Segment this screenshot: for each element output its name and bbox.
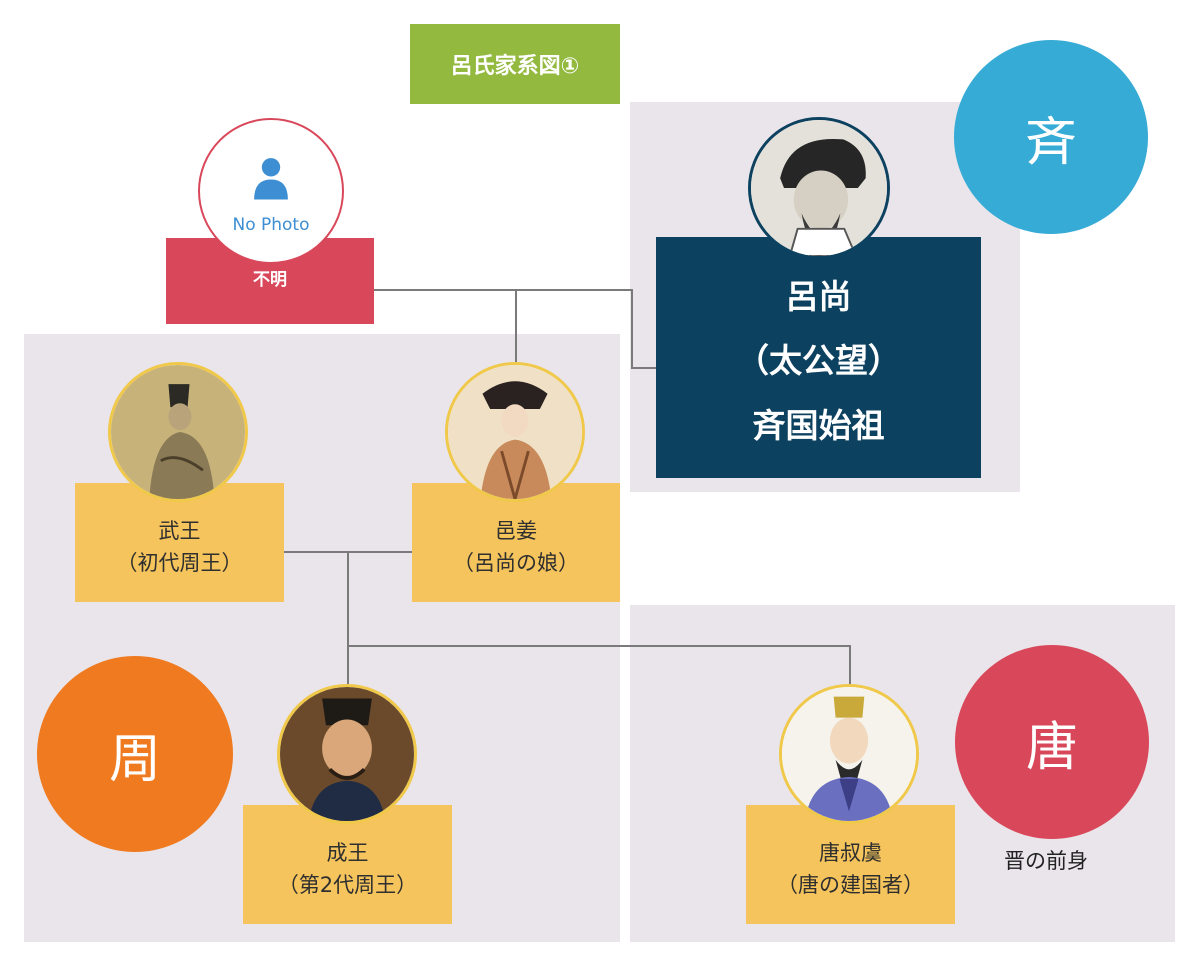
person-wuwang-note: （初代周王） <box>116 550 243 575</box>
person-lushang-title: 斉国始祖 <box>752 405 885 445</box>
state-tang-badge: 唐 <box>955 645 1149 839</box>
person-tangshuyu-name: 唐叔虞 <box>819 841 882 865</box>
person-yijiang-box: 邑姜 （呂尚の娘） <box>412 483 620 602</box>
person-lushang-box: 呂尚 （太公望） 斉国始祖 <box>656 237 981 478</box>
person-tangshuyu-note: （唐の建国者） <box>777 872 924 897</box>
person-chengwang-box: 成王 （第2代周王） <box>243 805 452 924</box>
person-chengwang-portrait <box>277 684 417 824</box>
no-photo-label: No Photo <box>232 215 310 235</box>
person-wuwang-name: 武王 <box>158 519 201 543</box>
person-yijiang-portrait <box>445 362 585 502</box>
sibling-line-tangshuyu <box>348 645 851 688</box>
state-qi-badge: 斉 <box>954 40 1148 234</box>
portrait-painting-icon <box>111 365 245 499</box>
person-chengwang-name: 成王 <box>326 841 369 865</box>
person-tangshuyu-portrait <box>779 684 919 824</box>
person-chengwang-note: （第2代周王） <box>277 872 418 897</box>
state-zhou-badge: 周 <box>37 656 233 852</box>
user-silhouette-icon <box>254 158 288 200</box>
portrait-painting-icon <box>448 365 582 499</box>
person-yijiang-name: 邑姜 <box>495 519 537 543</box>
portrait-painting-icon <box>280 687 414 821</box>
diagram-title: 呂氏家系図① <box>410 24 620 104</box>
person-tangshuyu-box: 唐叔虞 （唐の建国者） <box>746 805 955 924</box>
portrait-illustration-icon <box>782 687 916 821</box>
marriage-line-unknown-lushang <box>374 289 658 369</box>
person-wuwang-box: 武王 （初代周王） <box>75 483 284 602</box>
person-lushang-name: 呂尚 <box>785 276 852 316</box>
person-lushang-portrait <box>748 117 890 259</box>
person-lushang-alias: （太公望） <box>736 341 901 381</box>
person-yijiang-note: （呂尚の娘） <box>453 550 579 575</box>
person-wuwang-portrait <box>108 362 248 502</box>
portrait-sketch-icon <box>751 120 887 256</box>
person-unknown-name: 不明 <box>253 270 287 291</box>
person-unknown-portrait: No Photo <box>198 118 344 264</box>
tang-note: 晋の前身 <box>1004 849 1088 873</box>
